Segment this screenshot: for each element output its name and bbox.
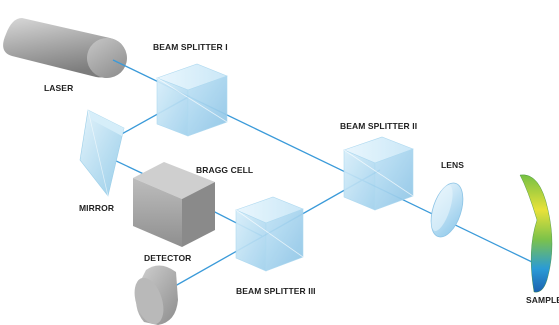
laser-device (3, 18, 127, 78)
label-beam-splitter-1: BEAM SPLITTER I (153, 42, 228, 52)
label-beam-splitter-2: BEAM SPLITTER II (340, 121, 417, 131)
label-beam-splitter-3: BEAM SPLITTER III (236, 286, 316, 296)
beam-splitter-2 (343, 136, 414, 211)
label-bragg-cell: BRAGG CELL (196, 165, 253, 175)
beam-splitter-1 (156, 63, 228, 137)
label-detector: DETECTOR (144, 253, 191, 263)
bragg-cell (133, 162, 215, 247)
beam-splitter-3 (235, 196, 304, 272)
mirror (79, 109, 125, 197)
label-sample: SAMPLE (526, 295, 559, 305)
label-laser: LASER (44, 83, 73, 93)
sample (519, 174, 553, 293)
detector (134, 265, 178, 325)
label-mirror: MIRROR (79, 203, 114, 213)
label-lens: LENS (441, 160, 464, 170)
lens (430, 182, 464, 238)
